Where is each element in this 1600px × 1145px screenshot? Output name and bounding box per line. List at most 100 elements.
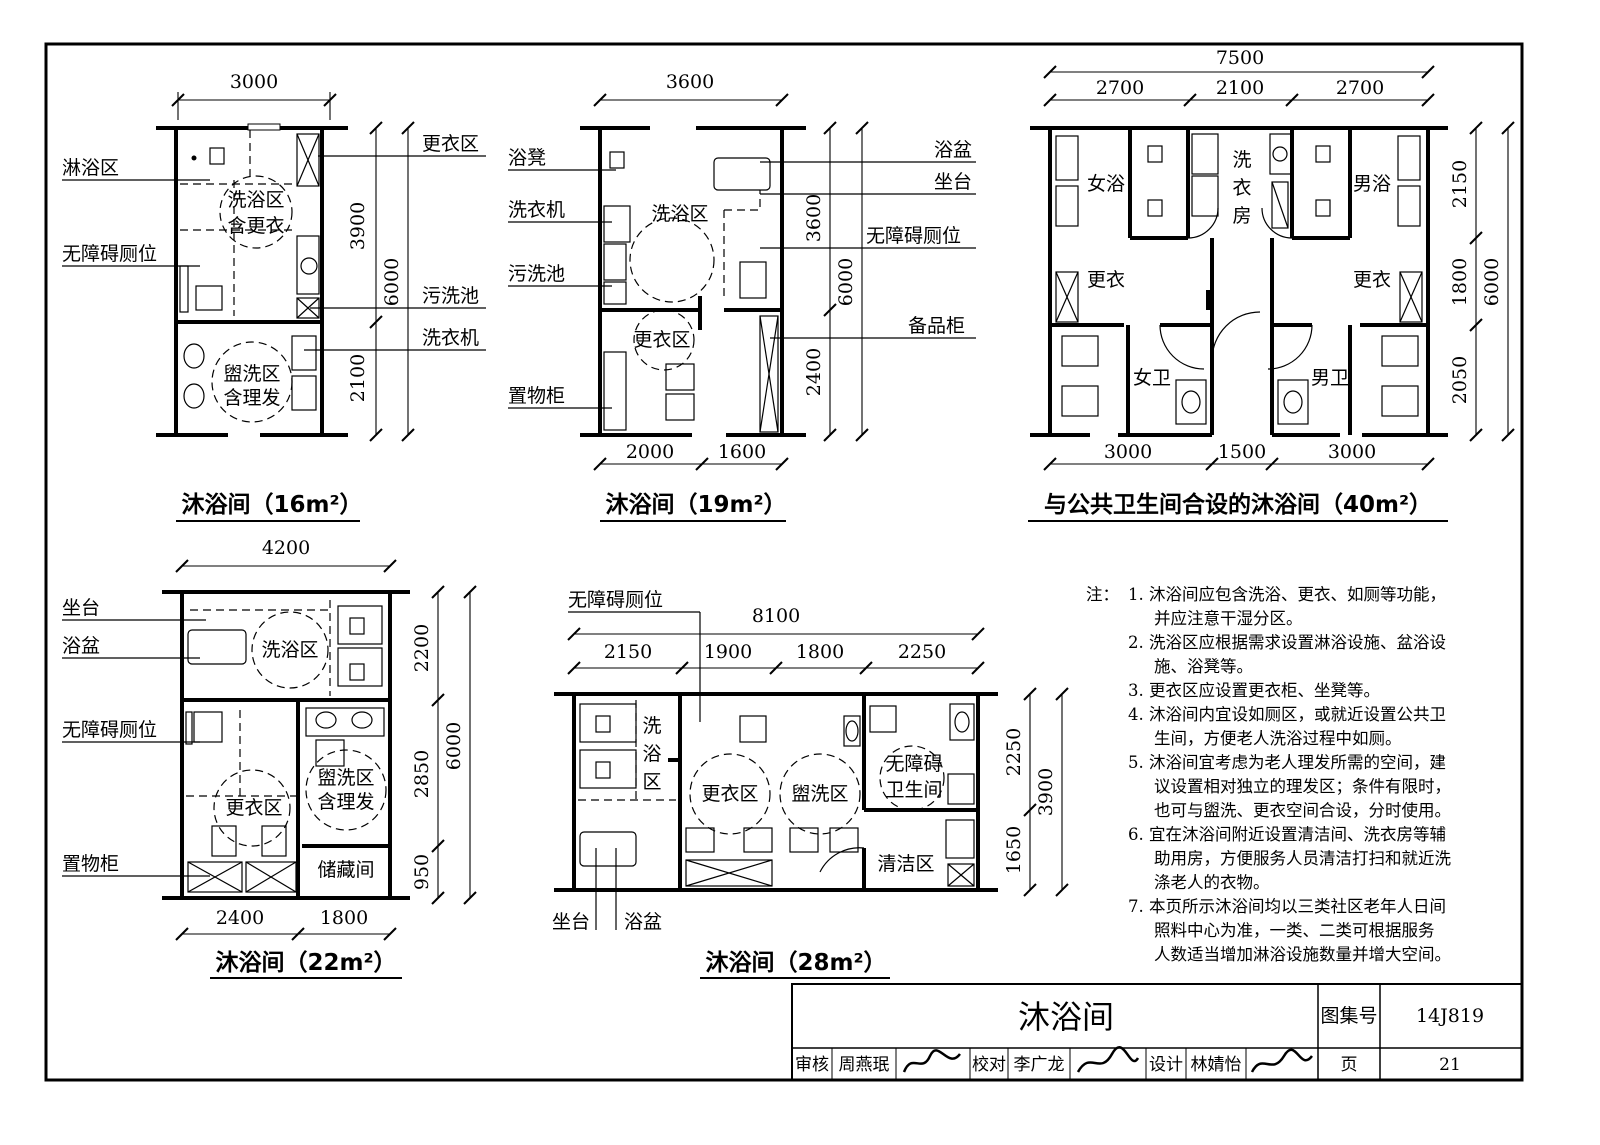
notes-head: 注：: [1086, 585, 1119, 604]
label-cabinet: 置物柜: [508, 385, 565, 407]
dim-b1: 2400: [216, 907, 264, 929]
zone-bath-label-1: 洗: [642, 715, 661, 737]
zone-wash-label: 盥洗区: [317, 767, 374, 789]
plan-16-title: 沐浴间（16m²）: [181, 491, 362, 518]
label-laundry-3: 房: [1232, 205, 1251, 227]
plan-19-title: 沐浴间（19m²）: [605, 491, 786, 518]
zone-wash-label: 盥洗区: [791, 783, 848, 805]
note-line-10: 也可与盥洗、更衣空间合设，分时使用。: [1154, 801, 1451, 820]
dim-width: 3000: [230, 71, 278, 93]
label-wc: 无障碍厕位: [866, 225, 961, 247]
dim-h2: 2400: [803, 348, 825, 396]
checker-name: 李广龙: [1014, 1055, 1065, 1075]
plan-19: 3600 洗浴区 更衣区 浴凳 洗衣机 污洗池 置物柜 浴盆 坐台 无障碍厕位 …: [508, 71, 976, 522]
zone-bath-label-2: 浴: [642, 743, 661, 765]
label-sink: 污洗池: [422, 285, 479, 307]
label-laundry-1: 洗: [1232, 149, 1251, 171]
label-wc: 无障碍厕位: [62, 243, 157, 265]
note-line-16: 人数适当增加淋浴设施数量并增大空间。: [1154, 945, 1451, 964]
design-label: 设计: [1149, 1055, 1183, 1075]
atlas-label: 图集号: [1320, 1005, 1377, 1027]
plan-40-title: 与公共卫生间合设的沐浴间（40m²）: [1044, 491, 1432, 518]
label-laundry-2: 衣: [1232, 177, 1251, 199]
label-wc: 无障碍厕位: [62, 719, 157, 741]
label-tub: 浴盆: [624, 911, 662, 933]
checker-signature: [1076, 1046, 1140, 1073]
dim-h3: 950: [411, 854, 433, 890]
dim-h: 3900: [1035, 768, 1057, 816]
dim-d: 2250: [898, 641, 946, 663]
label-washer: 洗衣机: [508, 199, 565, 221]
dim-d3: 3000: [1328, 441, 1376, 463]
dim-width: 7500: [1216, 47, 1264, 69]
zone-bath-sub-label: 含更衣: [227, 215, 284, 237]
note-line-14: 7. 本页所示沐浴间均以三类社区老年人日间: [1128, 897, 1446, 916]
dim-width: 8100: [752, 605, 800, 627]
dim-h1: 2250: [1003, 728, 1025, 776]
label-cabinet: 置物柜: [62, 853, 119, 875]
zone-bath-label: 洗浴区: [261, 639, 318, 661]
note-line-3: 2. 洗浴区应根据需求设置淋浴设施、盆浴设: [1128, 633, 1446, 652]
plan-22: 4200 洗浴区 更衣区 盥洗区 含理发 储藏间 坐台 浴盆 无障碍厕位 置物柜: [62, 537, 477, 979]
zone-change-label: 更衣区: [701, 783, 758, 805]
dim-c: 2700: [1336, 77, 1384, 99]
label-change: 更衣区: [422, 133, 479, 155]
designer-name: 林婧怡: [1191, 1055, 1242, 1075]
label-mbath: 男浴: [1353, 173, 1391, 195]
label-tub: 浴盆: [934, 139, 972, 161]
dim-c: 1800: [796, 641, 844, 663]
note-line-2: 并应注意干湿分区。: [1154, 609, 1303, 628]
zone-change-label: 更衣区: [225, 797, 282, 819]
zone-bath-label: 洗浴区: [227, 189, 284, 211]
dim-b1: 2000: [626, 441, 674, 463]
dim-b2: 1800: [320, 907, 368, 929]
dim-h2: 2850: [411, 750, 433, 798]
note-line-15: 照料中心为准，一类、二类可根据服务: [1154, 921, 1435, 940]
label-seat: 坐台: [62, 597, 100, 619]
page-number: 21: [1439, 1055, 1461, 1075]
note-line-5: 3. 更衣区应设置更衣柜、坐凳等。: [1128, 681, 1380, 700]
note-line-9: 议设置相对独立的理发区；条件有限时，: [1154, 777, 1451, 796]
notes: 注： 1. 沐浴间应包含洗浴、更衣、如厕等功能， 并应注意干湿分区。 2. 洗浴…: [1086, 585, 1452, 964]
label-store: 备品柜: [908, 315, 965, 337]
label-tub: 浴盆: [62, 635, 100, 657]
reviewer-name: 周燕珉: [839, 1055, 890, 1075]
dim-b2: 1600: [718, 441, 766, 463]
page-label: 页: [1341, 1055, 1358, 1075]
note-line-13: 涤老人的衣物。: [1154, 873, 1270, 892]
zone-bath-label: 洗浴区: [651, 203, 708, 225]
zone-wash-sub-label: 含理发: [317, 791, 374, 813]
zone-bath-label-3: 区: [642, 771, 661, 793]
dim-h: 6000: [835, 258, 857, 306]
dim-h2: 1650: [1003, 826, 1025, 874]
zone-wash-label: 盥洗区: [223, 363, 280, 385]
dim-h2: 1800: [1449, 258, 1471, 306]
dim-h: 6000: [381, 258, 403, 306]
dim-width: 3600: [666, 71, 714, 93]
note-line-7: 生间，方便老人洗浴过程中如厕。: [1154, 729, 1402, 748]
zone-change-label: 更衣区: [633, 329, 690, 351]
check-label: 校对: [972, 1055, 1006, 1075]
label-seat: 坐台: [934, 171, 972, 193]
dim-h3: 2050: [1449, 356, 1471, 404]
designer-signature: [1250, 1048, 1313, 1073]
dim-h1: 2150: [1449, 160, 1471, 208]
label-wc: 无障碍厕位: [568, 589, 663, 611]
sheet-title: 沐浴间: [1018, 998, 1114, 1036]
label-stool: 浴凳: [508, 147, 546, 169]
label-fwc: 女卫: [1133, 367, 1171, 389]
review-label: 审核: [795, 1055, 829, 1075]
title-block: 沐浴间 图集号 14J819 审核 周燕珉 校对 李广龙 设计 林婧怡 页 21: [791, 983, 1523, 1081]
note-line-4: 施、浴凳等。: [1154, 657, 1253, 676]
note-line-6: 4. 沐浴间内宜设如厕区，或就近设置公共卫: [1128, 705, 1446, 724]
label-mwc: 男卫: [1311, 367, 1349, 389]
dim-width: 4200: [262, 537, 310, 559]
reviewer-signature: [902, 1049, 961, 1073]
label-mchange: 更衣: [1353, 269, 1391, 291]
plan-22-title: 沐浴间（22m²）: [215, 949, 396, 976]
dim-h1: 3900: [347, 202, 369, 250]
plan-28-title: 沐浴间（28m²）: [705, 949, 886, 976]
note-line-12: 助用房，方便服务人员清洁打扫和就近洗: [1154, 849, 1452, 868]
dim-h: 6000: [443, 722, 465, 770]
